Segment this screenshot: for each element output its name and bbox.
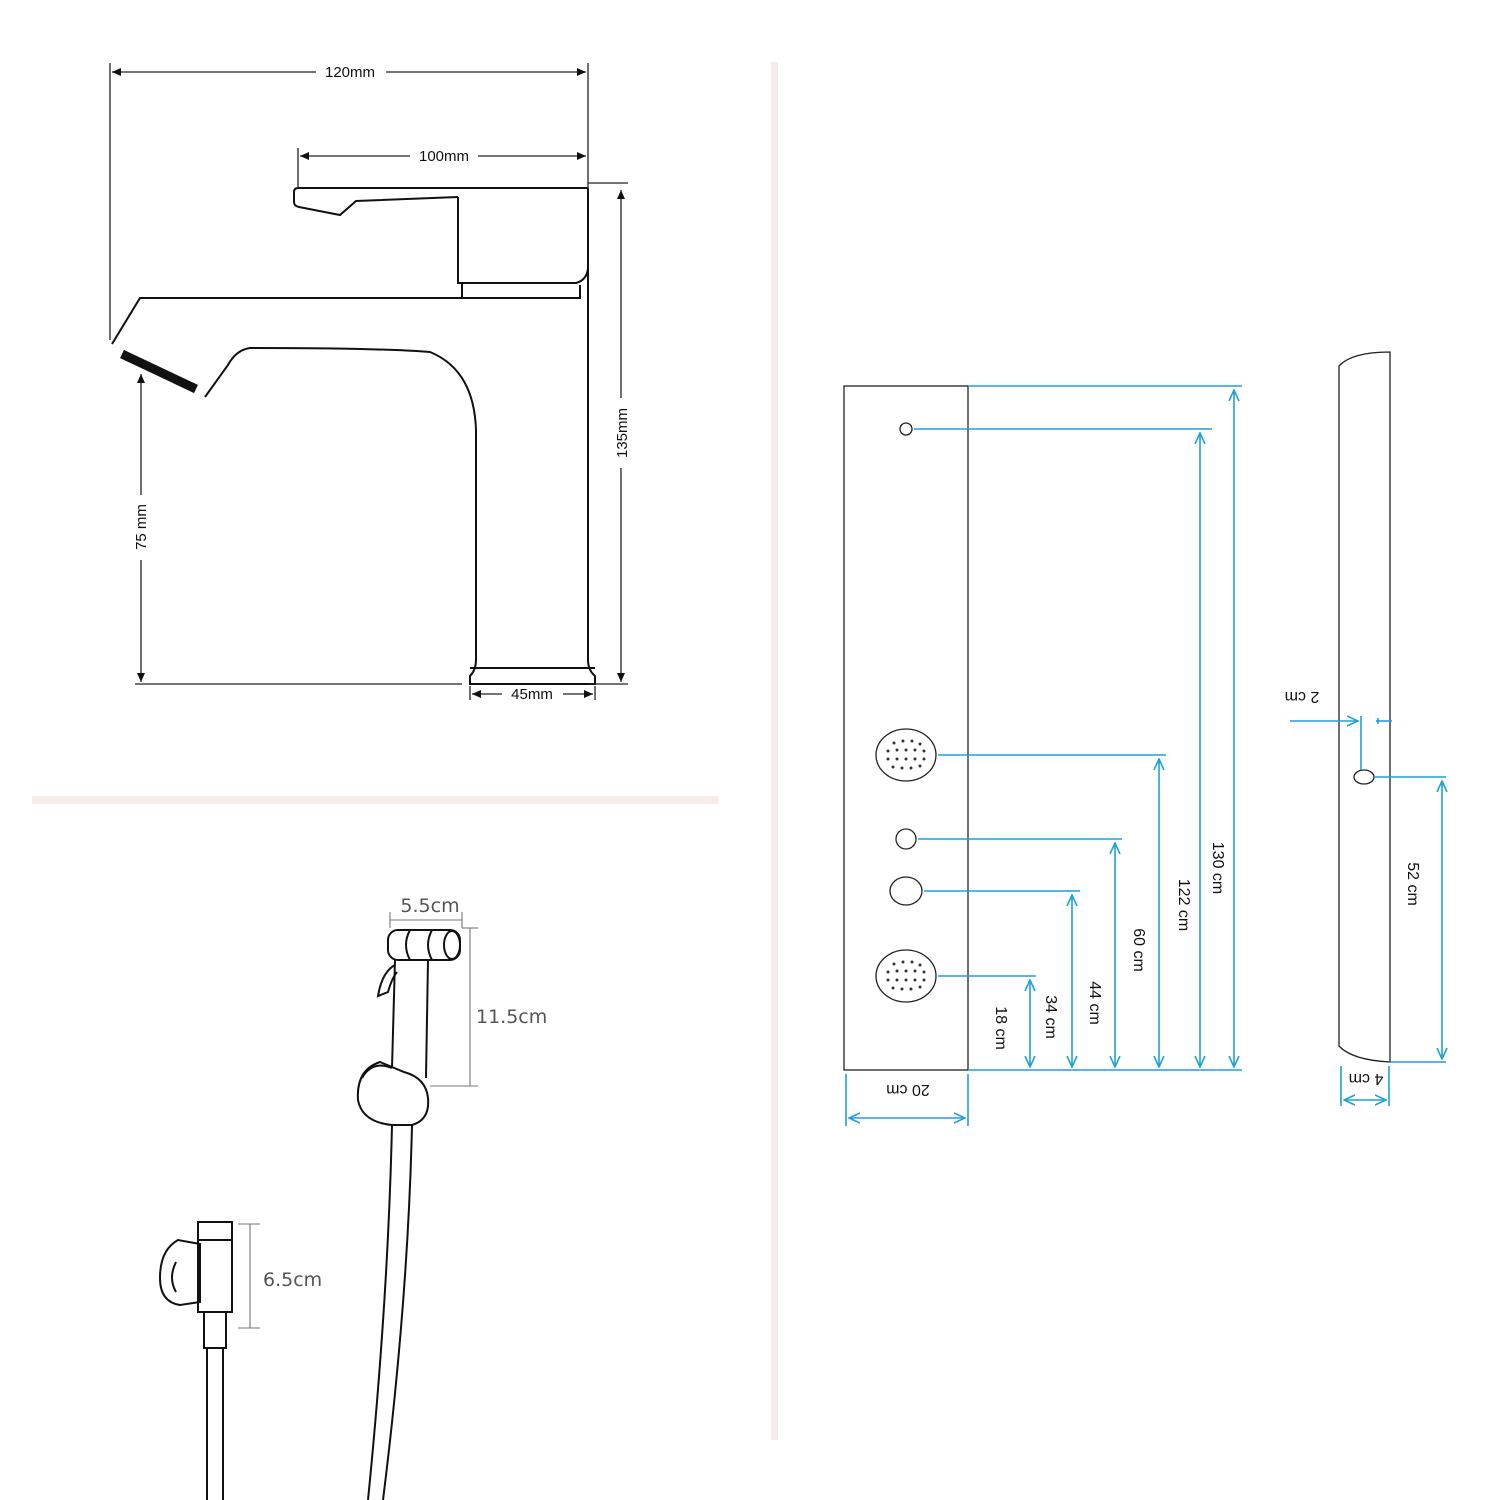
panel-top-outlet-height-label: 122 cm — [1175, 879, 1192, 931]
shower-panel-front-dimensions — [845, 385, 1242, 1126]
lower-knob-icon — [889, 876, 923, 906]
bidet-handle-height-label: 11.5cm — [476, 1006, 547, 1028]
side-depth-label: 4 cm — [1349, 1070, 1384, 1087]
bidet-sprayer-drawing — [158, 929, 461, 1500]
horizontal-divider — [32, 796, 718, 804]
faucet-base-width-label: 45mm — [511, 686, 553, 703]
panel-knob-lower-height-label: 34 cm — [1042, 995, 1059, 1039]
faucet-dimensions — [109, 63, 628, 700]
faucet-width-handle-label: 100mm — [419, 148, 469, 165]
faucet-width-total-label: 120mm — [325, 64, 375, 81]
faucet-spout-height-label: 75 mm — [133, 504, 150, 550]
shower-panel-front — [843, 385, 969, 1071]
panel-lower-jet-height-label: 18 cm — [992, 1006, 1009, 1050]
vertical-divider — [771, 62, 778, 1440]
side-outlet-icon — [1353, 769, 1375, 785]
shower-panel-side-dimensions — [1290, 716, 1446, 1106]
top-outlet-icon — [899, 422, 913, 436]
bidet-valve-height-label: 6.5cm — [263, 1269, 322, 1291]
upper-jet-icon — [875, 728, 937, 782]
panel-total-height-label: 130 cm — [1209, 842, 1226, 894]
panel-knob-upper-height-label: 44 cm — [1086, 981, 1103, 1025]
panel-width-label: 20 cm — [886, 1081, 930, 1098]
shower-panel-side — [1338, 351, 1391, 1063]
upper-knob-icon — [895, 828, 917, 850]
faucet-height-total-label: 135mm — [614, 408, 631, 458]
faucet-drawing — [111, 187, 596, 685]
bidet-dimensions — [238, 912, 478, 1329]
panel-upper-jet-height-label: 60 cm — [1130, 928, 1147, 972]
side-outlet-offset-label: 2 cm — [1285, 688, 1320, 705]
lower-jet-icon — [875, 949, 937, 1003]
side-outlet-height-label: 52 cm — [1404, 862, 1421, 906]
bidet-head-width-label: 5.5cm — [400, 895, 459, 917]
